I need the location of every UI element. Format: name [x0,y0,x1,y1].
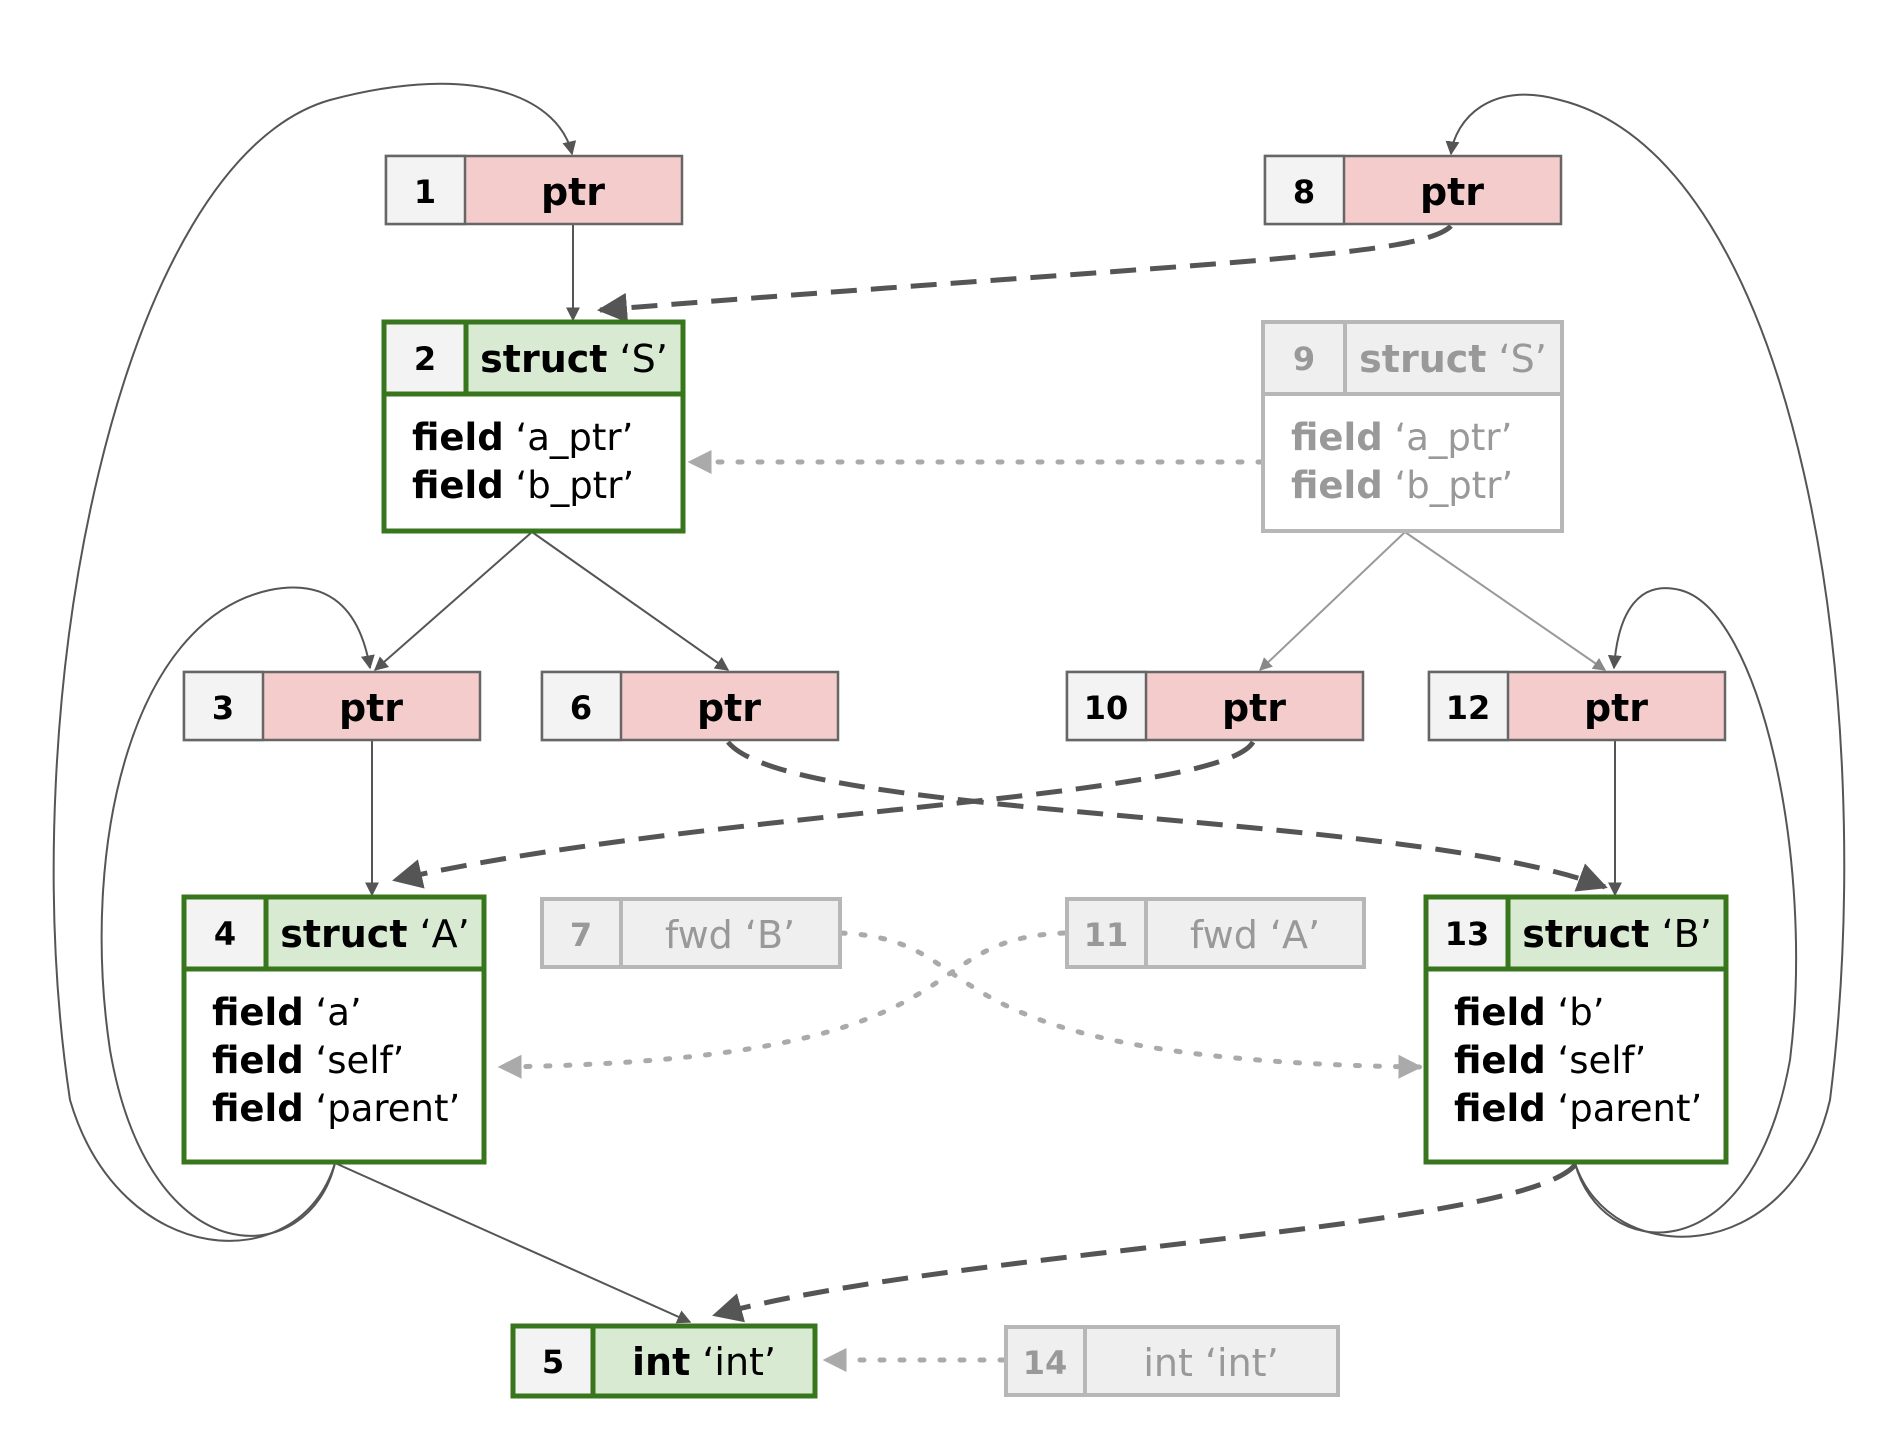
node-7-label: fwd ‘B’ [665,913,795,957]
node-6-label: ptr [697,686,761,730]
node-3[interactable]: 3 ptr [182,670,482,742]
edge-13-to-5-dashed [712,1163,1577,1323]
edge-13-loop-to-8 [1445,93,1846,1238]
node-2-field: field ‘b_ptr’ [412,464,634,507]
node-7[interactable]: 7 fwd ‘B’ [540,897,842,969]
edge-4-loop-to-1 [52,82,577,1242]
node-1-label: ptr [541,170,605,214]
node-4-header: struct ‘A’ [280,912,470,956]
edge-8-to-2-dashed [597,224,1453,323]
node-14-label: int ‘int’ [1143,1341,1278,1385]
node-9[interactable]: 9 struct ‘S’ field ‘a_ptr’ field ‘b_ptr’ [1261,320,1564,533]
node-4-field: field ‘a’ [212,991,362,1034]
node-2-id: 2 [414,340,436,378]
edge-6-to-13-dashed [726,740,1608,892]
node-10[interactable]: 10 ptr [1065,670,1365,742]
node-2-header: struct ‘S’ [480,337,668,381]
node-11[interactable]: 11 fwd ‘A’ [1065,897,1366,969]
node-5-label: int ‘int’ [632,1340,776,1384]
node-12[interactable]: 12 ptr [1427,670,1727,742]
node-4[interactable]: 4 struct ‘A’ field ‘a’ field ‘self’ fiel… [181,894,487,1165]
node-9-field: field ‘b_ptr’ [1291,464,1513,507]
node-4-field: field ‘self’ [212,1039,404,1082]
node-11-label: fwd ‘A’ [1190,913,1320,957]
edge-9-to-12 [1404,531,1607,671]
node-2-field: field ‘a_ptr’ [412,416,633,459]
node-14[interactable]: 14 int ‘int’ [1004,1325,1340,1397]
nodes: 1 ptr 8 ptr 2 struct ‘S’ field ‘a_ptr’ f… [181,154,1729,1399]
node-9-id: 9 [1293,340,1315,378]
node-6[interactable]: 6 ptr [540,670,840,742]
node-13[interactable]: 13 struct ‘B’ field ‘b’ field ‘self’ fie… [1423,894,1729,1165]
node-9-field: field ‘a_ptr’ [1291,416,1512,459]
node-3-id: 3 [212,689,234,727]
node-11-id: 11 [1084,916,1129,954]
edge-2-to-6 [531,531,730,671]
edge-2-to-3 [373,531,533,671]
node-12-label: ptr [1584,686,1648,730]
node-7-id: 7 [570,916,592,954]
node-10-label: ptr [1222,686,1286,730]
node-3-label: ptr [339,686,403,730]
node-8-id: 8 [1293,173,1315,211]
node-9-header: struct ‘S’ [1359,337,1547,381]
edge-11-to-4-dotted [497,930,1067,1079]
node-4-id: 4 [214,915,236,953]
node-5-id: 5 [542,1343,564,1381]
node-13-field: field ‘self’ [1454,1039,1646,1082]
node-1-id: 1 [414,173,436,211]
node-13-field: field ‘parent’ [1454,1087,1702,1130]
node-13-id: 13 [1445,915,1490,953]
node-13-header: struct ‘B’ [1522,912,1712,956]
node-5[interactable]: 5 int ‘int’ [510,1323,818,1399]
node-1[interactable]: 1 ptr [384,154,684,226]
node-8[interactable]: 8 ptr [1263,154,1563,226]
node-4-field: field ‘parent’ [212,1087,460,1130]
edge-9-to-10 [1259,531,1406,671]
edge-4-loop-to-3 [100,586,375,1237]
edges [52,82,1846,1372]
node-8-label: ptr [1420,170,1484,214]
edge-4-to-5 [334,1162,692,1324]
node-12-id: 12 [1446,689,1491,727]
node-2[interactable]: 2 struct ‘S’ field ‘a_ptr’ field ‘b_ptr’ [381,319,686,534]
node-13-field: field ‘b’ [1454,991,1604,1034]
edge-13-loop-to-12 [1574,587,1798,1234]
node-6-id: 6 [570,689,592,727]
edge-10-to-4-dashed [392,740,1256,889]
node-10-id: 10 [1084,689,1129,727]
node-14-id: 14 [1023,1344,1068,1382]
